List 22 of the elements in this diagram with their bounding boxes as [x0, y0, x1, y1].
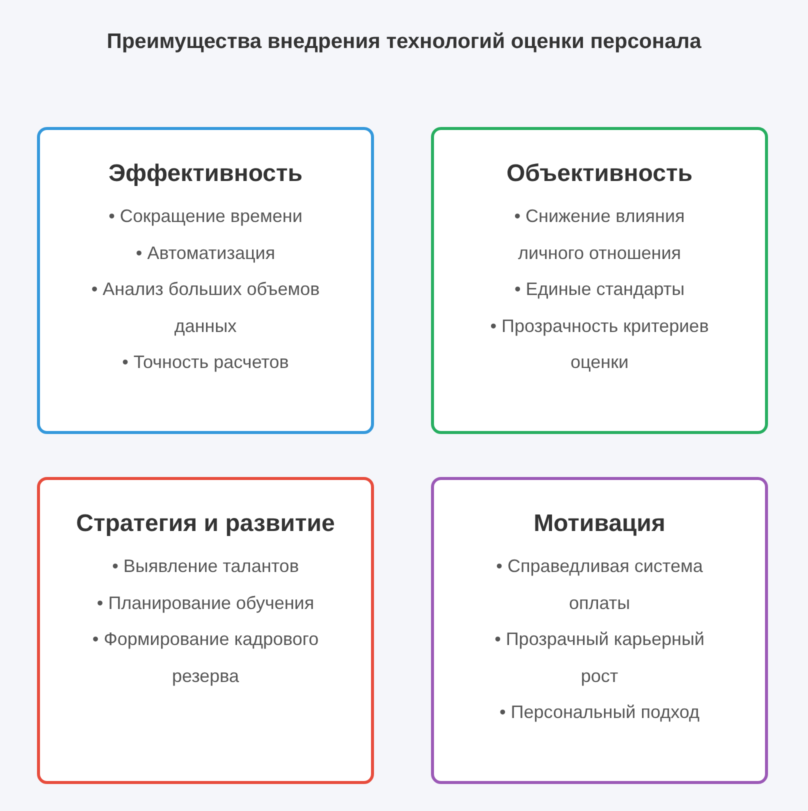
bullet-item: • Анализ больших объемов данных: [90, 278, 321, 338]
bullet-item: • Персональный подход: [499, 701, 700, 724]
category-card: [37, 127, 374, 434]
category-card: [431, 127, 768, 434]
bullet-item: • Выявление талантов: [112, 555, 299, 578]
card-heading: Мотивация: [534, 510, 666, 538]
bullet-item: • Прозрачный карьерный рост: [494, 628, 706, 688]
category-card: [431, 477, 768, 784]
card-heading: Объективность: [506, 160, 692, 188]
card-heading: Стратегия и развитие: [76, 510, 335, 538]
bullet-item: • Планирование обучения: [96, 592, 314, 615]
bullet-item: • Автоматизация: [136, 242, 276, 265]
category-card: [37, 477, 374, 784]
bullet-item: • Единые стандарты: [514, 278, 685, 301]
bullet-item: • Снижение влияния личного отношения: [513, 205, 686, 264]
card-heading: Эффективность: [108, 160, 303, 188]
bullet-item: • Сокращение времени: [108, 205, 302, 228]
diagram-title: Преимущества внедрения технологий оценки персонала: [106, 30, 702, 54]
bullet-item: • Точность расчетов: [122, 351, 289, 374]
bullet-item: • Прозрачность критериев оценки: [489, 314, 710, 374]
bullet-item: • Справедливая система оплаты: [495, 555, 704, 614]
bullet-item: • Формирование кадрового резерва: [91, 628, 320, 688]
